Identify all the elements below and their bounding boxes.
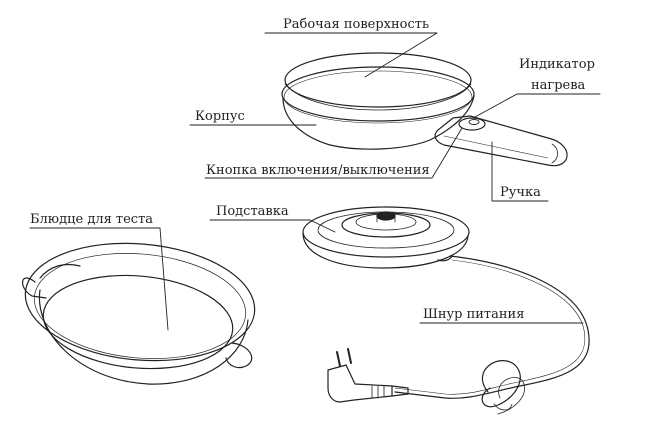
- handle-shape: [434, 115, 568, 167]
- plug: [327, 364, 393, 403]
- batter-dish-shape: [22, 242, 256, 385]
- label-work-surface: Рабочая поверхность: [283, 17, 429, 32]
- label-batter-dish: Блюдце для теста: [30, 212, 153, 227]
- power-cord: [327, 255, 590, 415]
- work-surface-plate: [284, 52, 472, 108]
- label-handle: Ручка: [500, 185, 541, 200]
- leader-lines: [29, 32, 601, 331]
- label-body: Корпус: [195, 109, 245, 124]
- label-power-button: Кнопка включения/выключения: [206, 163, 430, 178]
- rim: [281, 66, 475, 122]
- label-power-cord: Шнур питания: [423, 307, 524, 322]
- label-indicator-line1: Индикатор: [519, 57, 595, 72]
- label-indicator-line2: нагрева: [531, 78, 586, 93]
- stand-shape: [302, 206, 470, 269]
- heating-indicator-shape: [468, 119, 480, 125]
- body-shell: [282, 95, 475, 150]
- crepe-maker-unit: [281, 52, 568, 167]
- label-stand: Подставка: [216, 204, 289, 219]
- power-button-shape: [458, 117, 486, 131]
